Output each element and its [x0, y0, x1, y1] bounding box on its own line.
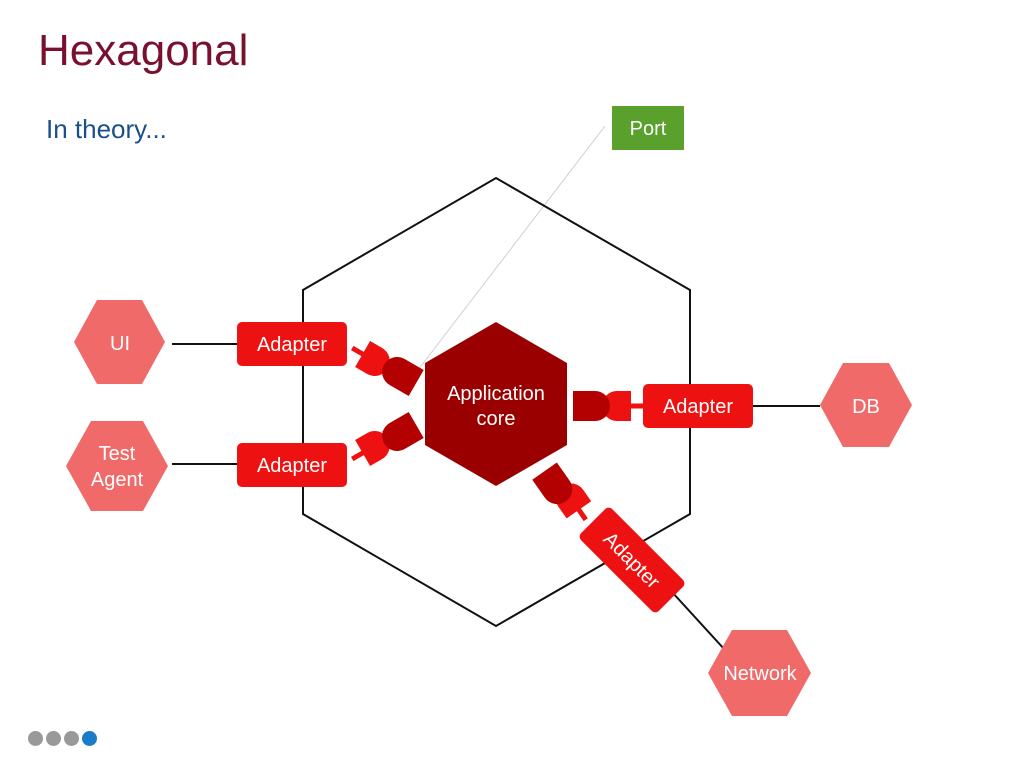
external-network: Network — [708, 630, 811, 716]
port-callout: Port — [612, 106, 684, 150]
db-label: DB — [852, 396, 880, 418]
core-label-line2: core — [477, 408, 516, 430]
pagination-dot — [46, 731, 61, 746]
slide-pagination — [28, 731, 97, 746]
pagination-dot-active — [82, 731, 97, 746]
adapter-ui: Adapter — [237, 322, 347, 366]
socket-icon — [573, 391, 610, 421]
port-label: Port — [630, 118, 667, 140]
external-db: DB — [820, 363, 912, 447]
test-agent-label-line1: Test — [99, 443, 136, 465]
slide-subtitle: In theory... — [46, 114, 167, 144]
adapter-db: Adapter — [643, 384, 753, 428]
adapter-label: Adapter — [257, 455, 327, 477]
external-ui: UI — [74, 300, 165, 384]
network-connector — [671, 591, 726, 651]
core-label-line1: Application — [447, 383, 545, 405]
pagination-dot — [28, 731, 43, 746]
application-core: Application core — [425, 322, 567, 486]
port-callout-leader — [417, 125, 606, 371]
socket-icon — [532, 462, 573, 505]
adapter-label: Adapter — [257, 334, 327, 356]
socket-icon — [382, 357, 424, 396]
network-label: Network — [723, 663, 797, 685]
slide-title: Hexagonal — [38, 26, 249, 75]
test-agent-label-line2: Agent — [91, 469, 144, 491]
socket-icon — [382, 412, 424, 451]
outer-hexagon — [302, 176, 691, 628]
adapter-test-agent: Adapter — [237, 443, 347, 487]
pagination-dot — [64, 731, 79, 746]
adapter-label: Adapter — [663, 396, 733, 418]
adapter-network: Adapter — [579, 507, 685, 613]
ui-label: UI — [110, 333, 130, 355]
external-test-agent: Test Agent — [66, 421, 168, 511]
